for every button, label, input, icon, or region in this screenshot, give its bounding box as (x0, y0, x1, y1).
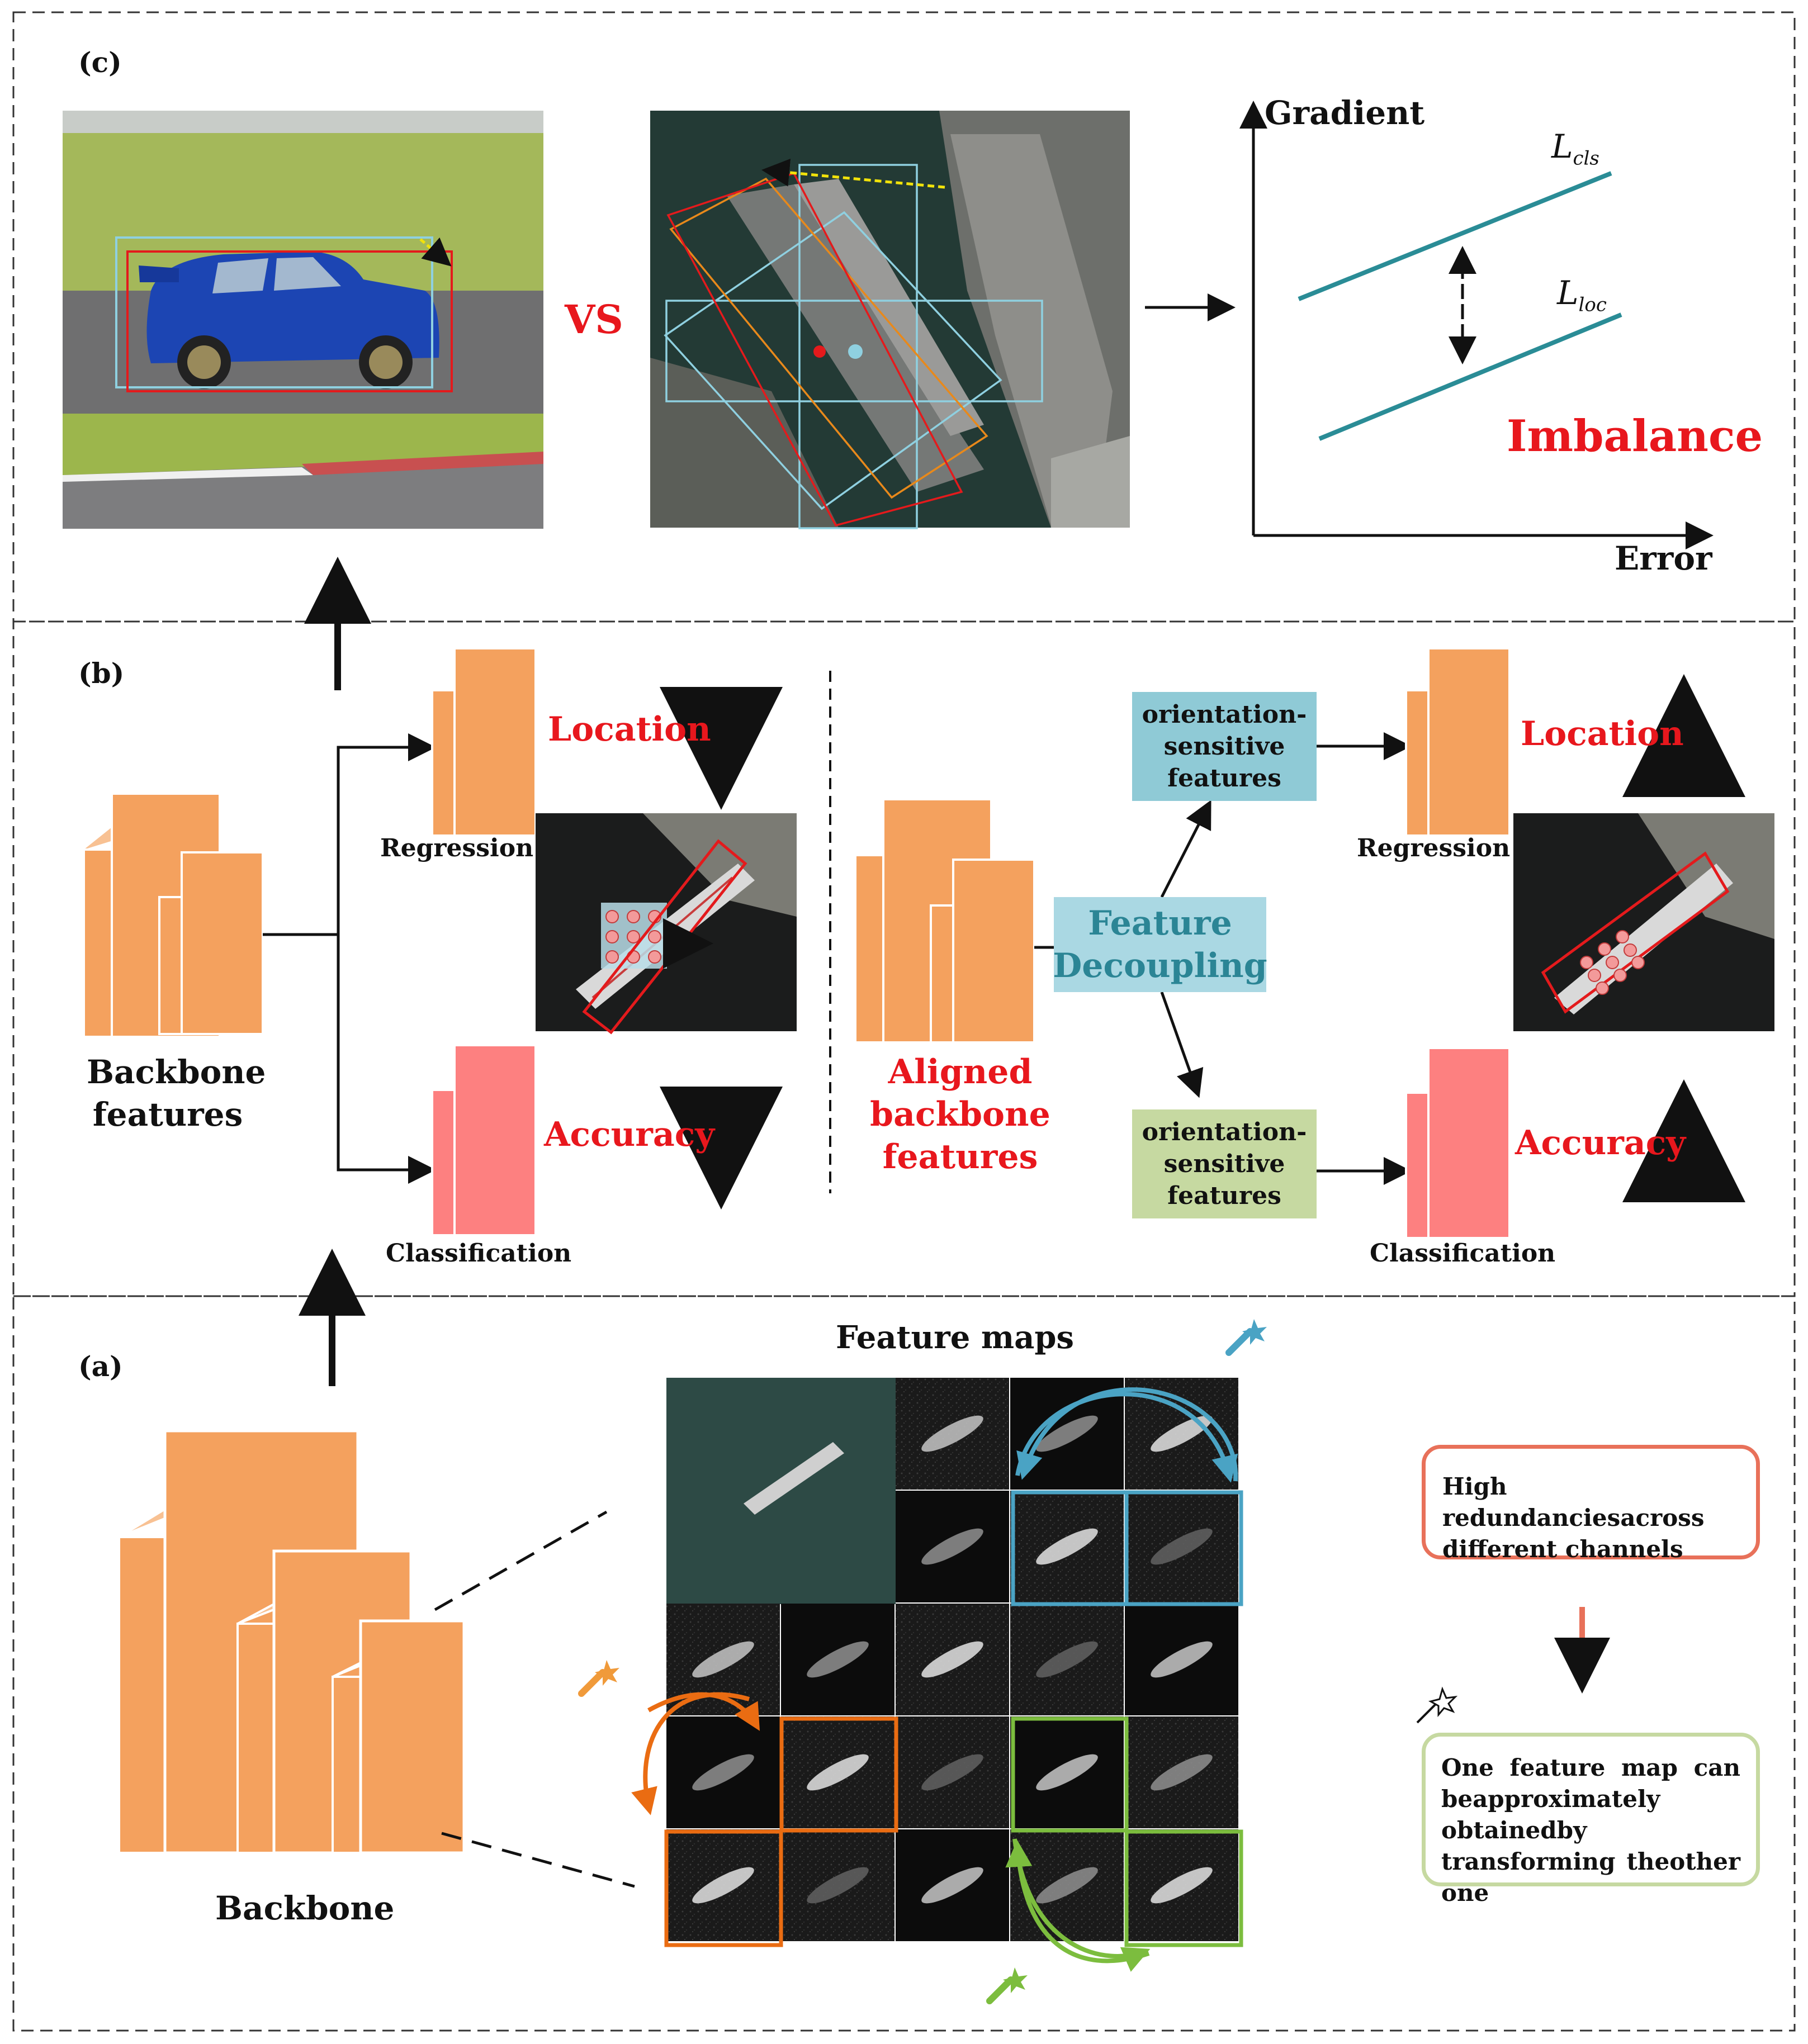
feature-map-tile (781, 1716, 894, 1828)
aligned-backbone-blocks (854, 798, 1035, 1044)
blue-magic-wand-icon (1225, 1319, 1267, 1356)
right-ship-photo (1513, 813, 1774, 1031)
panel-b-border (12, 620, 1796, 1297)
panel-c-border (12, 11, 1796, 623)
panel-a-label: (a) (78, 1350, 123, 1383)
input-ship (744, 1442, 844, 1515)
backbone-dash-lower (441, 1832, 635, 1888)
gradient-error-graph (1239, 101, 1714, 549)
feature-map-tile (1125, 1604, 1238, 1715)
feature-map-tile (1125, 1716, 1238, 1828)
imbalance-label: Imbalance (1507, 411, 1763, 462)
feature-map-tile (1125, 1829, 1238, 1941)
l-loc-label: Lloc (1557, 274, 1607, 316)
feature-map-tile (781, 1829, 894, 1941)
feature-map-tile (1010, 1491, 1124, 1602)
aerial-carrier-photo (650, 111, 1130, 529)
right-location-label: Location (1521, 714, 1684, 753)
blue-curved-arrow (1016, 1387, 1238, 1482)
panel-a-border (12, 1295, 1796, 2032)
blue-curved-arrow-2 (1015, 1392, 1238, 1483)
left-classification-label: Classification (386, 1239, 572, 1268)
highlight-boxes (664, 1490, 1243, 1947)
right-regression-label: Regression (1357, 834, 1511, 862)
backbone-features-blocks (83, 793, 264, 1038)
right-classification-label: Classification (1370, 1239, 1556, 1268)
right-accuracy-label: Accuracy (1515, 1123, 1686, 1163)
transform-note: One feature map can beapproximately obta… (1422, 1733, 1760, 1907)
left-ship-photo (536, 813, 797, 1035)
l-cls-line (1298, 171, 1612, 301)
feature-map-grid (666, 1378, 1238, 1941)
green-highlight-a (1011, 1716, 1129, 1833)
feature-map-tile (896, 1491, 1009, 1602)
l-cls-label: Lcls (1551, 127, 1599, 170)
feature-map-tile (1125, 1491, 1238, 1602)
feature-map-tile (666, 1716, 780, 1828)
l-loc-line (1318, 312, 1622, 441)
vs-label: VS (565, 296, 623, 343)
green-highlight-b (1124, 1829, 1243, 1947)
decoupling-to-top (1160, 800, 1211, 898)
right-classification-block (1405, 1047, 1511, 1239)
feature-map-tile (1010, 1716, 1124, 1828)
orange-magic-wand-icon (578, 1660, 619, 1697)
panel-borders (12, 11, 1796, 2032)
left-regression-block (431, 647, 537, 837)
blue-highlight-b (1124, 1490, 1243, 1606)
car-photo (63, 111, 543, 529)
feature-map-tile (896, 1716, 1009, 1828)
graph-x-axis-label: Error (1615, 539, 1712, 577)
left-classification-block (431, 1044, 537, 1236)
green-magic-wand-icon (986, 1967, 1028, 2004)
feature-map-tile (896, 1604, 1009, 1715)
outline-magic-wand-icon (1416, 1686, 1458, 1724)
redundancy-note: High redundanciesacross different channe… (1422, 1445, 1760, 1563)
backbone-dash-upper (434, 1510, 608, 1611)
orange-curved-arrow-2 (647, 1692, 760, 1731)
feature-maps-title: Feature maps (836, 1319, 1075, 1356)
left-accuracy-label: Accuracy (544, 1115, 715, 1154)
feature-map-tile (781, 1604, 894, 1715)
orange-highlight-b (664, 1829, 783, 1947)
to-classification-connector (337, 935, 436, 1184)
orange-highlight-a (779, 1716, 898, 1833)
feature-map-tile (896, 1378, 1009, 1490)
feature-map-tile (896, 1829, 1009, 1941)
backbone-3d-blocks (118, 1429, 466, 1855)
panel-b-label: (b) (78, 657, 125, 690)
left-location-label: Location (548, 710, 711, 749)
left-regression-label: Regression (380, 834, 534, 862)
right-regression-block (1405, 647, 1511, 837)
feature-map-tile (666, 1829, 780, 1941)
feature-map-tile (1010, 1604, 1124, 1715)
green-curved-arrow-2 (1005, 1840, 1150, 1964)
decoupling-to-bottom (1160, 992, 1204, 1098)
graph-y-axis-label: Gradient (1265, 94, 1425, 132)
backbone-label: Backbone (215, 1889, 395, 1927)
to-regression-connector (263, 733, 436, 936)
panel-c-label: (c) (78, 46, 122, 79)
